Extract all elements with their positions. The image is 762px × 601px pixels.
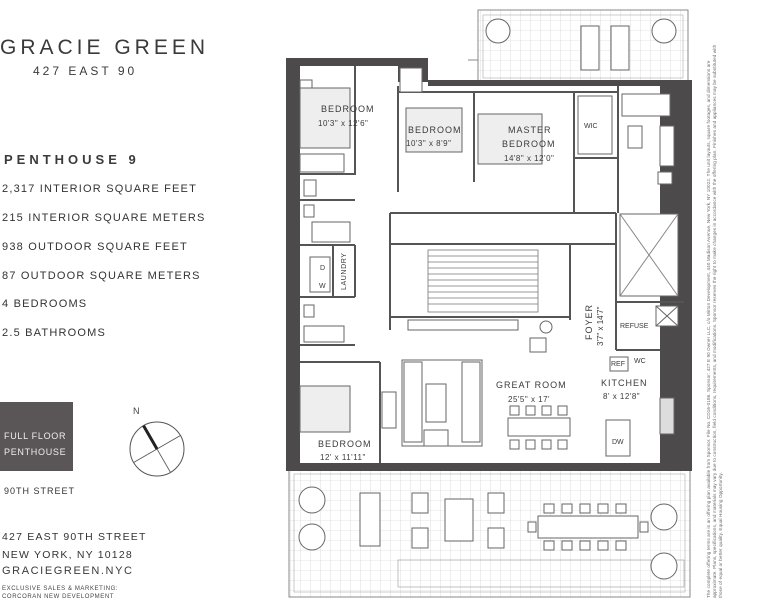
address-line2: NEW YORK, NY 10128 — [2, 549, 133, 561]
fixtures — [299, 67, 679, 343]
floor-plan: BEDROOM 10'3" x 12'6" BEDROOM 10'3" x 8'… — [286, 9, 692, 598]
master-dims: 14'8" x 12'0" — [504, 154, 554, 163]
stat-interior-sqm: 215 INTERIOR SQUARE METERS — [2, 212, 206, 224]
brand-address: 427 EAST 90 — [33, 64, 138, 78]
badge-line1: FULL FLOOR — [4, 431, 67, 441]
bedroom2-label: BEDROOM — [408, 125, 462, 135]
floor-badge — [0, 402, 73, 471]
laundry-label: LAUNDRY — [341, 252, 348, 290]
washer-label: W — [319, 283, 326, 290]
exclusive-line1: EXCLUSIVE SALES & MARKETING: — [2, 586, 119, 592]
bedroom4-dims: 12' x 11'11" — [320, 453, 366, 462]
website-link[interactable]: GRACIEGREEN.NYC — [2, 565, 134, 577]
stat-outdoor-sqm: 87 OUTDOOR SQUARE METERS — [2, 270, 201, 282]
furniture — [299, 87, 675, 457]
wc-label: WC — [634, 358, 646, 365]
street-label: 90TH STREET — [4, 486, 76, 496]
brand-name: GRACIE GREEN — [0, 36, 210, 59]
foyer-label: FOYER — [584, 304, 594, 340]
interior-walls — [300, 66, 684, 463]
top-terrace — [468, 9, 689, 84]
stat-bedrooms: 4 BEDROOMS — [2, 298, 88, 310]
bedroom2-dims: 10'3" x 8'9" — [406, 139, 451, 148]
bedroom4-label: BEDROOM — [318, 439, 372, 449]
wic-label: WIC — [584, 123, 598, 130]
kitchen-label: KITCHEN — [601, 378, 648, 388]
compass-icon — [129, 421, 185, 477]
master-label2: BEDROOM — [502, 139, 556, 149]
address-line1: 427 EAST 90TH STREET — [2, 531, 147, 543]
bedroom1-dims: 10'3" x 12'6" — [318, 119, 368, 128]
exclusive-sales: EXCLUSIVE SALES & MARKETING: CORCORAN NE… — [2, 585, 118, 601]
bedroom1-label: BEDROOM — [321, 104, 375, 114]
compass-north-label: N — [133, 406, 140, 416]
ref-label: REF — [611, 361, 625, 368]
kitchen-dims: 8' x 12'8" — [603, 392, 640, 401]
stat-interior-sqft: 2,317 INTERIOR SQUARE FEET — [2, 183, 198, 195]
great-room-label: GREAT ROOM — [496, 380, 567, 390]
dryer-label: D — [320, 265, 325, 272]
dw-label: DW — [612, 439, 624, 446]
bottom-terrace — [288, 468, 691, 598]
badge-line2: PENTHOUSE — [4, 447, 67, 457]
full-address: 427 EAST 90TH STREET NEW YORK, NY 10128 — [2, 528, 147, 564]
unit-title: PENTHOUSE 9 — [4, 152, 140, 167]
exclusive-line2: CORCORAN NEW DEVELOPMENT — [2, 594, 115, 600]
legal-disclaimer: The complete offering terms are in an of… — [706, 42, 756, 598]
refuse-label: REFUSE — [620, 323, 649, 330]
stat-outdoor-sqft: 938 OUTDOOR SQUARE FEET — [2, 241, 188, 253]
floor-badge-text: FULL FLOOR PENTHOUSE — [4, 428, 66, 460]
disclaimer-text: The complete offering terms are in an of… — [706, 44, 724, 598]
room-labels: BEDROOM 10'3" x 12'6" BEDROOM 10'3" x 8'… — [318, 104, 649, 462]
stat-bathrooms: 2.5 BATHROOMS — [2, 327, 107, 339]
master-label1: MASTER — [508, 125, 552, 135]
great-room-dims: 25'5" x 17' — [508, 395, 550, 404]
foyer-dims: 3'7" x 14'7" — [596, 306, 605, 346]
